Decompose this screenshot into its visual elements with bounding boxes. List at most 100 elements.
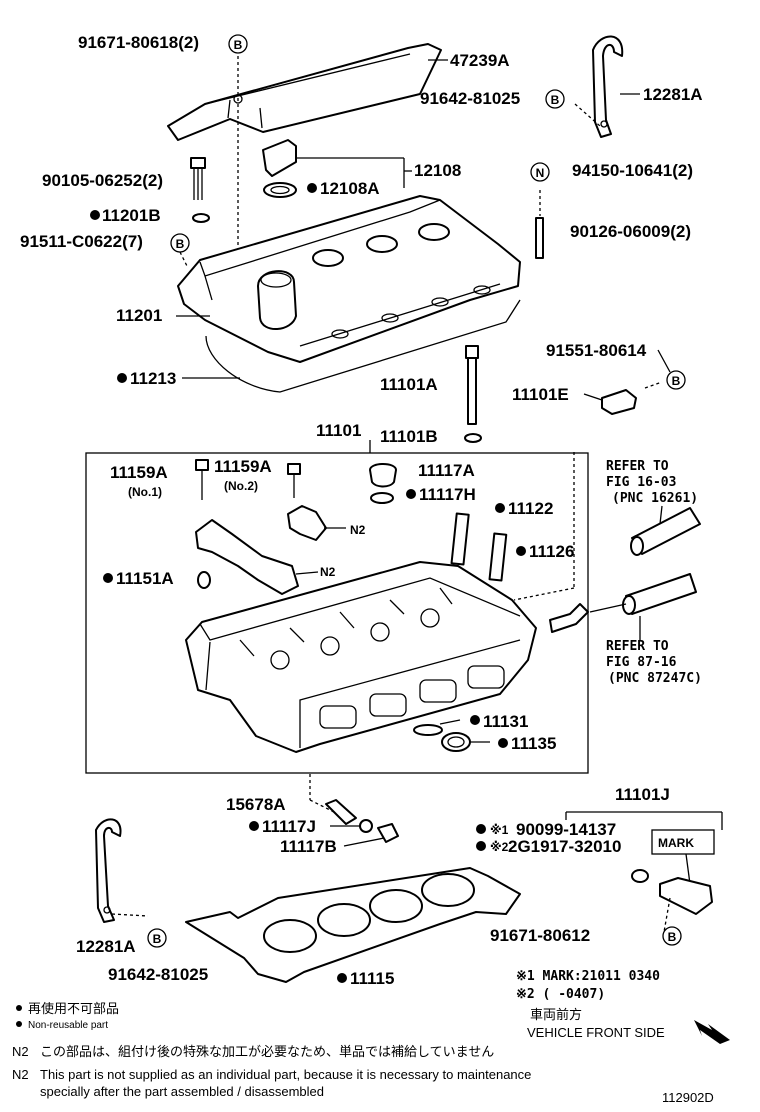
label-11101b: 11101B: [380, 427, 438, 446]
circle-b-marker: B: [662, 926, 682, 946]
label-11117j: 11117J: [262, 817, 316, 836]
svg-text:B: B: [668, 930, 677, 944]
washer-11201b[interactable]: [192, 213, 210, 223]
o-ring-90099-14137[interactable]: [631, 869, 649, 883]
circle-b-marker: B: [147, 928, 167, 948]
pipe-ref-16-03[interactable]: [630, 507, 701, 556]
guide-11122[interactable]: [450, 512, 470, 566]
label-11159a-no1-sub: (No.1): [128, 485, 162, 499]
legend-nonreusable-en: Non-reusable part: [28, 1020, 108, 1031]
label-11201b: 11201B: [102, 206, 161, 225]
gasket-11131[interactable]: [413, 724, 443, 736]
cylinder-head-11101[interactable]: [185, 561, 537, 753]
circle-b-marker: B: [545, 89, 565, 109]
label-11135: 11135: [511, 734, 556, 753]
label-11159a-no1: 11159A: [110, 463, 168, 482]
label-11201: 11201: [116, 306, 162, 325]
label-11126: 11126: [529, 542, 574, 561]
circle-b-marker: B: [666, 370, 686, 390]
cover-plate-47239a[interactable]: [167, 43, 442, 141]
svg-text:B: B: [551, 93, 560, 107]
footnote-en-line1: This part is not supplied as an individu…: [40, 1067, 531, 1082]
label-11117h: 11117H: [419, 485, 476, 504]
label-12108: 12108: [414, 161, 461, 180]
footnote-n2-tag-en: N2: [12, 1067, 29, 1082]
ring-11117h[interactable]: [370, 492, 394, 504]
svg-text:N: N: [536, 166, 545, 180]
label-11117a: 11117A: [418, 461, 475, 480]
sensor-2g1917-32010[interactable]: [659, 877, 713, 915]
o-ring-11151a[interactable]: [197, 571, 211, 589]
label-12108a: 12108A: [320, 179, 380, 198]
union-fitting[interactable]: [549, 603, 589, 633]
washer-11101b[interactable]: [464, 433, 482, 443]
legend-front-jp: 車両前方: [530, 1007, 582, 1022]
label-n2-cap2: N2: [350, 523, 366, 537]
guide-11126[interactable]: [488, 532, 508, 582]
footnote-jp: この部品は、組付け後の特殊な加工が必要なため、単品では補給していません: [40, 1044, 494, 1059]
label-91671-80612: 91671-80612: [490, 926, 590, 945]
footnote-en-line2: specially after the part assembled / dis…: [40, 1084, 324, 1099]
footnote-n2-tag-jp: N2: [12, 1044, 29, 1059]
stud-90126-06009[interactable]: [535, 217, 544, 259]
label-94150-10641: 94150-10641(2): [572, 161, 693, 180]
oil-filler-cap-12108[interactable]: [262, 139, 297, 198]
front-arrow-icon: [694, 1020, 730, 1044]
seal-11135[interactable]: [441, 732, 471, 752]
label-12281a-bottom: 12281A: [76, 937, 136, 956]
label-11101j: 11101J: [615, 785, 670, 804]
label-2g1917-32010: 2G1917-32010: [508, 837, 621, 856]
figure-id: 112902D: [662, 1090, 714, 1105]
head-gasket-11115[interactable]: [185, 867, 521, 983]
label-11131: 11131: [483, 712, 528, 731]
mark-note-2: ※2 ( -0407): [516, 987, 605, 1002]
svg-text:B: B: [672, 374, 681, 388]
bolt-11159a-no2[interactable]: [287, 463, 301, 498]
legend-nonreusable-jp: 再使用不可部品: [28, 1001, 119, 1016]
label-91671-80618: 91671-80618(2): [78, 33, 199, 52]
label-11101: 11101: [316, 421, 361, 440]
mark-note-1: ※1 MARK:21011 0340: [516, 969, 660, 984]
label-note2-prefix: ※2: [490, 840, 509, 854]
label-91642-81025-top: 91642-81025: [420, 89, 520, 108]
label-n2-cap1: N2: [320, 565, 336, 579]
svg-text:B: B: [176, 237, 185, 251]
pipe-15678a[interactable]: [325, 799, 357, 825]
label-11122: 11122: [508, 499, 553, 518]
engine-hanger-12281a-bottom[interactable]: [95, 818, 122, 923]
label-11115: 11115: [350, 969, 394, 988]
circle-b-marker: B: [228, 34, 248, 54]
mark-box: [651, 829, 715, 855]
pipe-ref-87-16[interactable]: [622, 573, 697, 615]
bearing-cap-no2[interactable]: [287, 505, 327, 541]
label-11159a-no2-sub: (No.2): [224, 479, 258, 493]
cylinder-head-cover-11201[interactable]: [177, 195, 521, 393]
label-11159a-no2: 11159A: [214, 457, 272, 476]
label-11101a: 11101A: [380, 375, 438, 394]
label-90099-14137: 90099-14137: [516, 820, 616, 839]
plug-11117b[interactable]: [377, 823, 399, 843]
bolt-90105-06252[interactable]: [190, 157, 206, 200]
plug-11117a[interactable]: [369, 463, 397, 488]
refer-2-line2: FIG 87-16: [606, 655, 677, 670]
svg-text:B: B: [234, 38, 243, 52]
bolt-11101a[interactable]: [465, 345, 479, 425]
legend-front-en: VEHICLE FRONT SIDE: [527, 1025, 665, 1040]
bearing-cap-no1[interactable]: [195, 519, 299, 595]
label-47239a: 47239A: [450, 51, 510, 70]
washer-11117j[interactable]: [359, 819, 373, 833]
label-12281a-top: 12281A: [643, 85, 703, 104]
label-90105-06252: 90105-06252(2): [42, 171, 163, 190]
refer-1-line2: FIG 16-03: [606, 475, 676, 490]
label-90126-06009: 90126-06009(2): [570, 222, 691, 241]
mark-box-label: MARK: [658, 836, 694, 850]
bolt-11159a-no1[interactable]: [195, 459, 209, 500]
label-11151a: 11151A: [116, 569, 174, 588]
engine-hanger-12281a-top[interactable]: [592, 35, 624, 138]
circle-n-marker: N: [530, 162, 550, 182]
sensor-11101e[interactable]: [601, 389, 637, 415]
label-91642-81025-bottom: 91642-81025: [108, 965, 208, 984]
label-11213: 11213: [130, 369, 176, 388]
label-11117b: 11117B: [280, 837, 337, 856]
